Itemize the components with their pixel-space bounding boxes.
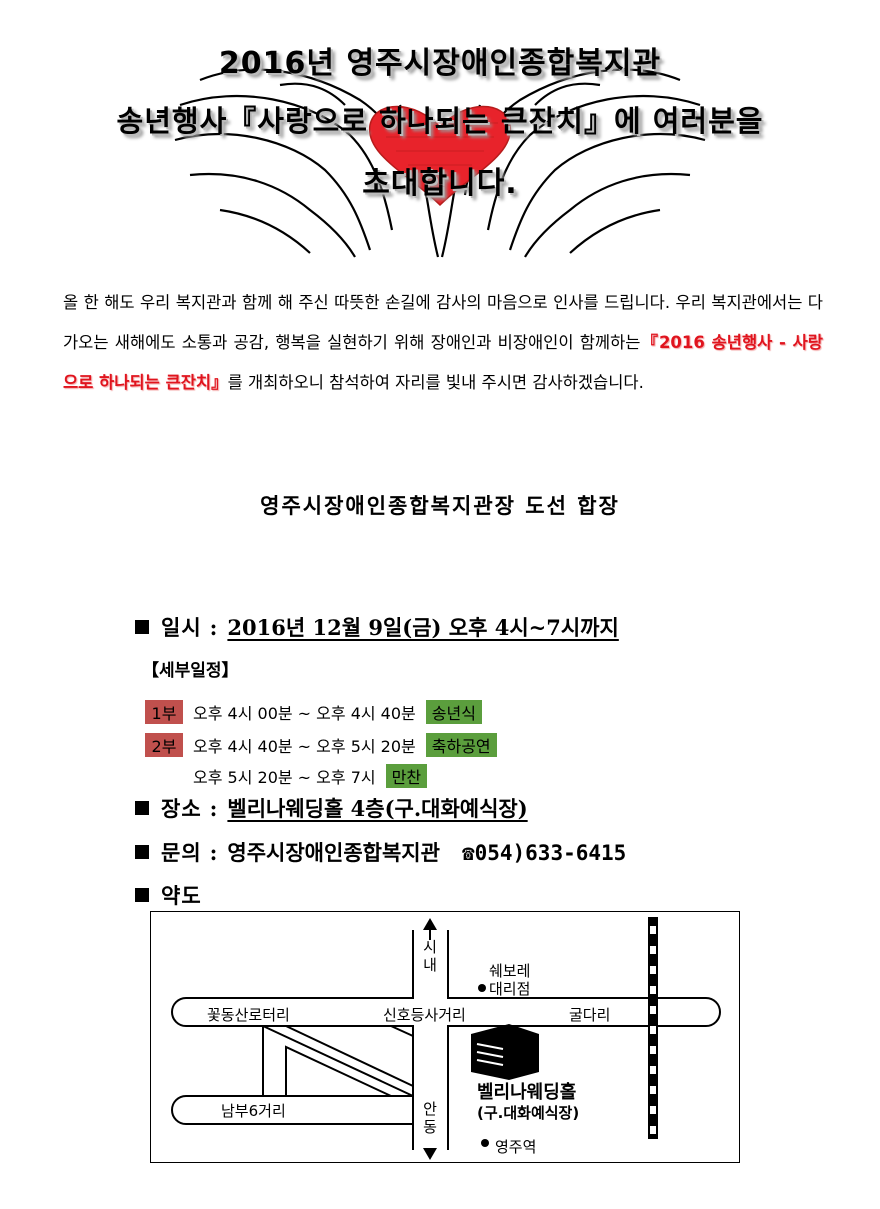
map-label: 약도 <box>161 883 202 908</box>
part-badge: 2부 <box>145 733 183 757</box>
phone-number: ☎054)633-6415 <box>461 841 627 865</box>
event-badge: 축하공연 <box>425 733 497 757</box>
directions-map: 시내 안동 쉐보레 대리점 꽃동산로터리 신호등사거리 굴다리 남부6거리 벨리… <box>150 911 740 1163</box>
schedule-row: 2부 오후 4시 40분 ~ 오후 5시 20분 축하공연 <box>145 733 497 757</box>
title-line-3: 초대합니다. <box>362 166 518 201</box>
schedule-row: 1부 오후 4시 00분 ~ 오후 4시 40분 송년식 <box>145 700 482 724</box>
map-label-underpass: 굴다리 <box>569 1006 611 1024</box>
schedule-time: 오후 4시 40분 ~ 오후 5시 20분 <box>193 737 416 756</box>
square-bullet-icon <box>135 620 149 634</box>
place-label: 장소 <box>161 796 202 821</box>
event-badge: 송년식 <box>425 700 482 724</box>
date-label: 일시 <box>161 615 202 640</box>
schedule-time: 오후 5시 20분 ~ 오후 7시 <box>193 768 376 787</box>
director-signature: 영주시장애인종합복지관장 도선 합장 <box>260 494 620 518</box>
map-label-chevrolet: 쉐보레 <box>489 962 531 980</box>
intro-text-after: 를 개최하오니 참석하여 자리를 빛내 주시면 감사하겠습니다. <box>227 373 644 392</box>
map-row: 약도 <box>135 880 202 910</box>
schedule-row: 오후 5시 20분 ~ 오후 7시 만찬 <box>145 764 428 788</box>
contact-label: 문의 <box>161 840 202 865</box>
map-label-dealer: 대리점 <box>489 980 531 998</box>
map-label-andong: 안동 <box>423 1100 437 1136</box>
intro-highlight: 『2016 송년행사 - 사랑으로 하나되는 큰잔치』 <box>63 333 823 392</box>
map-label-flower-rotary: 꽃동산로터리 <box>207 1006 290 1024</box>
contact-row: 문의:영주시장애인종합복지관☎054)633-6415 <box>135 837 626 867</box>
hands-heart-illustration <box>174 68 706 258</box>
title-line-2: 송년행사『사랑으로 하나되는 큰잔치』에 여러분을 <box>116 104 764 138</box>
place-value: 벨리나웨딩홀 4층(구.대화예식장) <box>227 796 528 821</box>
date-value: 2016년 12월 9일(금) 오후 4시~7시까지 <box>227 615 619 640</box>
contact-value: 영주시장애인종합복지관 <box>227 840 440 865</box>
square-bullet-icon <box>135 845 149 859</box>
map-label-hall: 벨리나웨딩홀 <box>477 1082 577 1103</box>
square-bullet-icon <box>135 801 149 815</box>
map-label-station: 영주역 <box>495 1138 537 1156</box>
map-label-south-junction: 남부6거리 <box>221 1102 286 1120</box>
heart-icon <box>369 105 511 207</box>
place-row: 장소:벨리나웨딩홀 4층(구.대화예식장) <box>135 793 528 823</box>
intro-text-before: 올 한 해도 우리 복지관과 함께 해 주신 따뜻한 손길에 감사의 마음으로 … <box>63 293 823 352</box>
schedule-title: 【세부일정】 <box>142 661 239 681</box>
schedule-time: 오후 4시 00분 ~ 오후 4시 40분 <box>193 704 416 723</box>
part-badge: 1부 <box>145 700 183 724</box>
map-label-city: 시내 <box>423 938 437 974</box>
building-icon <box>471 1024 539 1080</box>
map-roads <box>171 917 721 1160</box>
title-line-1: 2016년 영주시장애인종합복지관 <box>218 46 662 81</box>
date-row: 일시:2016년 12월 9일(금) 오후 4시~7시까지 <box>135 612 619 642</box>
map-label-hall-former: (구.대화예식장) <box>477 1104 580 1122</box>
map-label-signal-intersection: 신호등사거리 <box>383 1006 466 1024</box>
square-bullet-icon <box>135 888 149 902</box>
intro-paragraph: 올 한 해도 우리 복지관과 함께 해 주신 따뜻한 손길에 감사의 마음으로 … <box>63 283 823 403</box>
event-badge: 만찬 <box>385 764 428 788</box>
